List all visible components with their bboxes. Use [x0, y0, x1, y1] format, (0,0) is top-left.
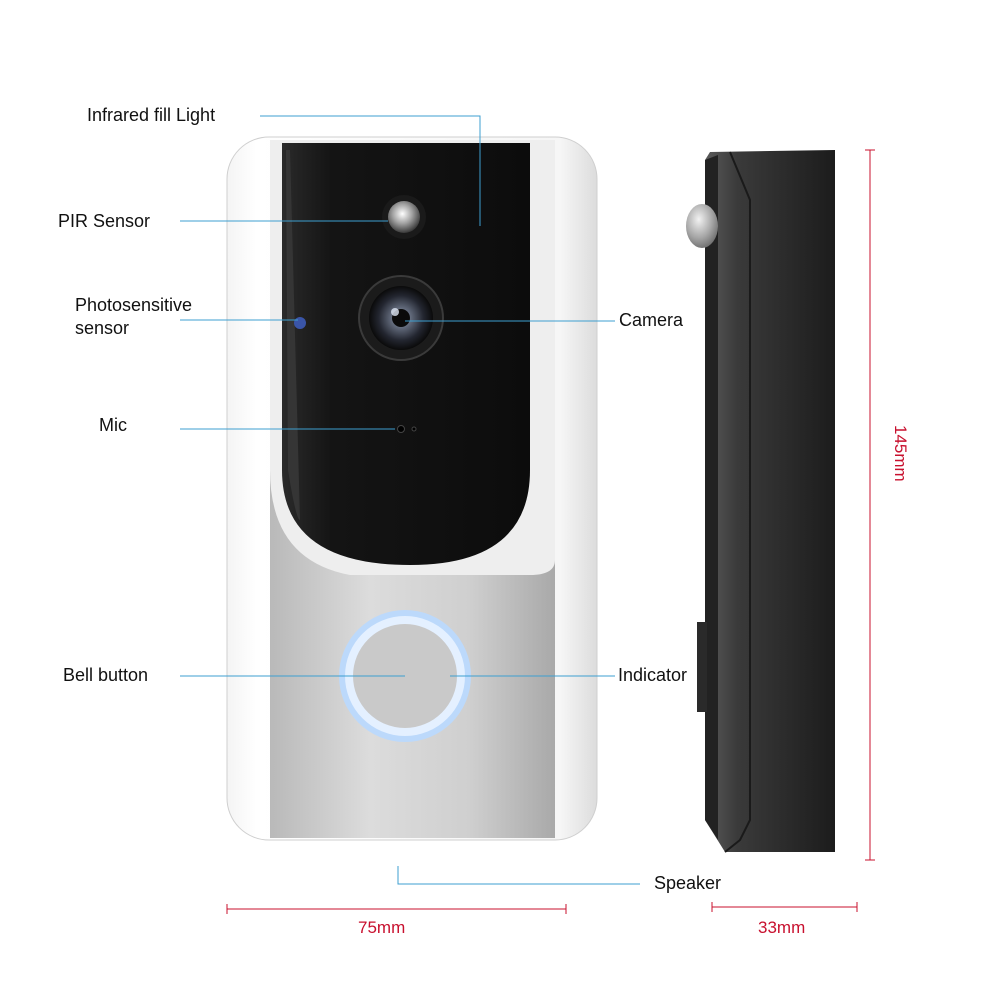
leader-speaker — [397, 866, 640, 885]
dim-width-label: 75mm — [358, 918, 406, 937]
label-bell-button: Bell button — [63, 665, 149, 685]
label-indicator: Indicator — [618, 665, 688, 685]
face-edge-highlight — [286, 150, 300, 520]
label-speaker: Speaker — [654, 873, 722, 893]
dim-depth-label: 33mm — [758, 918, 806, 937]
side-button — [697, 622, 707, 712]
label-photosensitive-line1: Photosensitive — [75, 295, 193, 315]
label-photosensitive-line2: sensor — [75, 318, 130, 338]
label-infrared-fill-light: Infrared fill Light — [87, 105, 216, 125]
label-camera: Camera — [619, 310, 684, 330]
mic-hole-small — [411, 426, 417, 432]
doorbell-side-body — [705, 150, 835, 852]
label-mic: Mic — [99, 415, 127, 435]
side-back-plate — [705, 155, 718, 840]
leader-infrared — [260, 115, 481, 226]
dim-height-label: 145mm — [891, 425, 910, 482]
side-inner-edge — [724, 151, 751, 853]
label-pir-sensor: PIR Sensor — [58, 211, 151, 231]
mic-hole — [397, 425, 405, 433]
pir-dome-side — [686, 204, 718, 248]
